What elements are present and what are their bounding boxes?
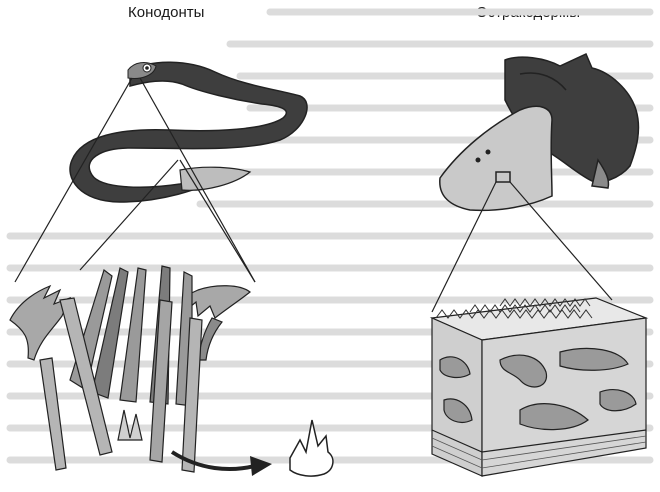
ostracoderm-pointer-lines: [431, 181, 613, 313]
conodonts-caption: Конодонты: [128, 4, 205, 21]
ostracoderm-fish-icon: [439, 52, 640, 212]
conodont-pointer-lines: [14, 77, 256, 283]
conodont-elements-icon: [9, 265, 251, 473]
single-tooth-icon: [289, 419, 334, 477]
curved-arrow-icon: [170, 450, 272, 476]
conodont-animal-icon: [69, 61, 308, 203]
bone-tissue-block-icon: [429, 297, 649, 477]
